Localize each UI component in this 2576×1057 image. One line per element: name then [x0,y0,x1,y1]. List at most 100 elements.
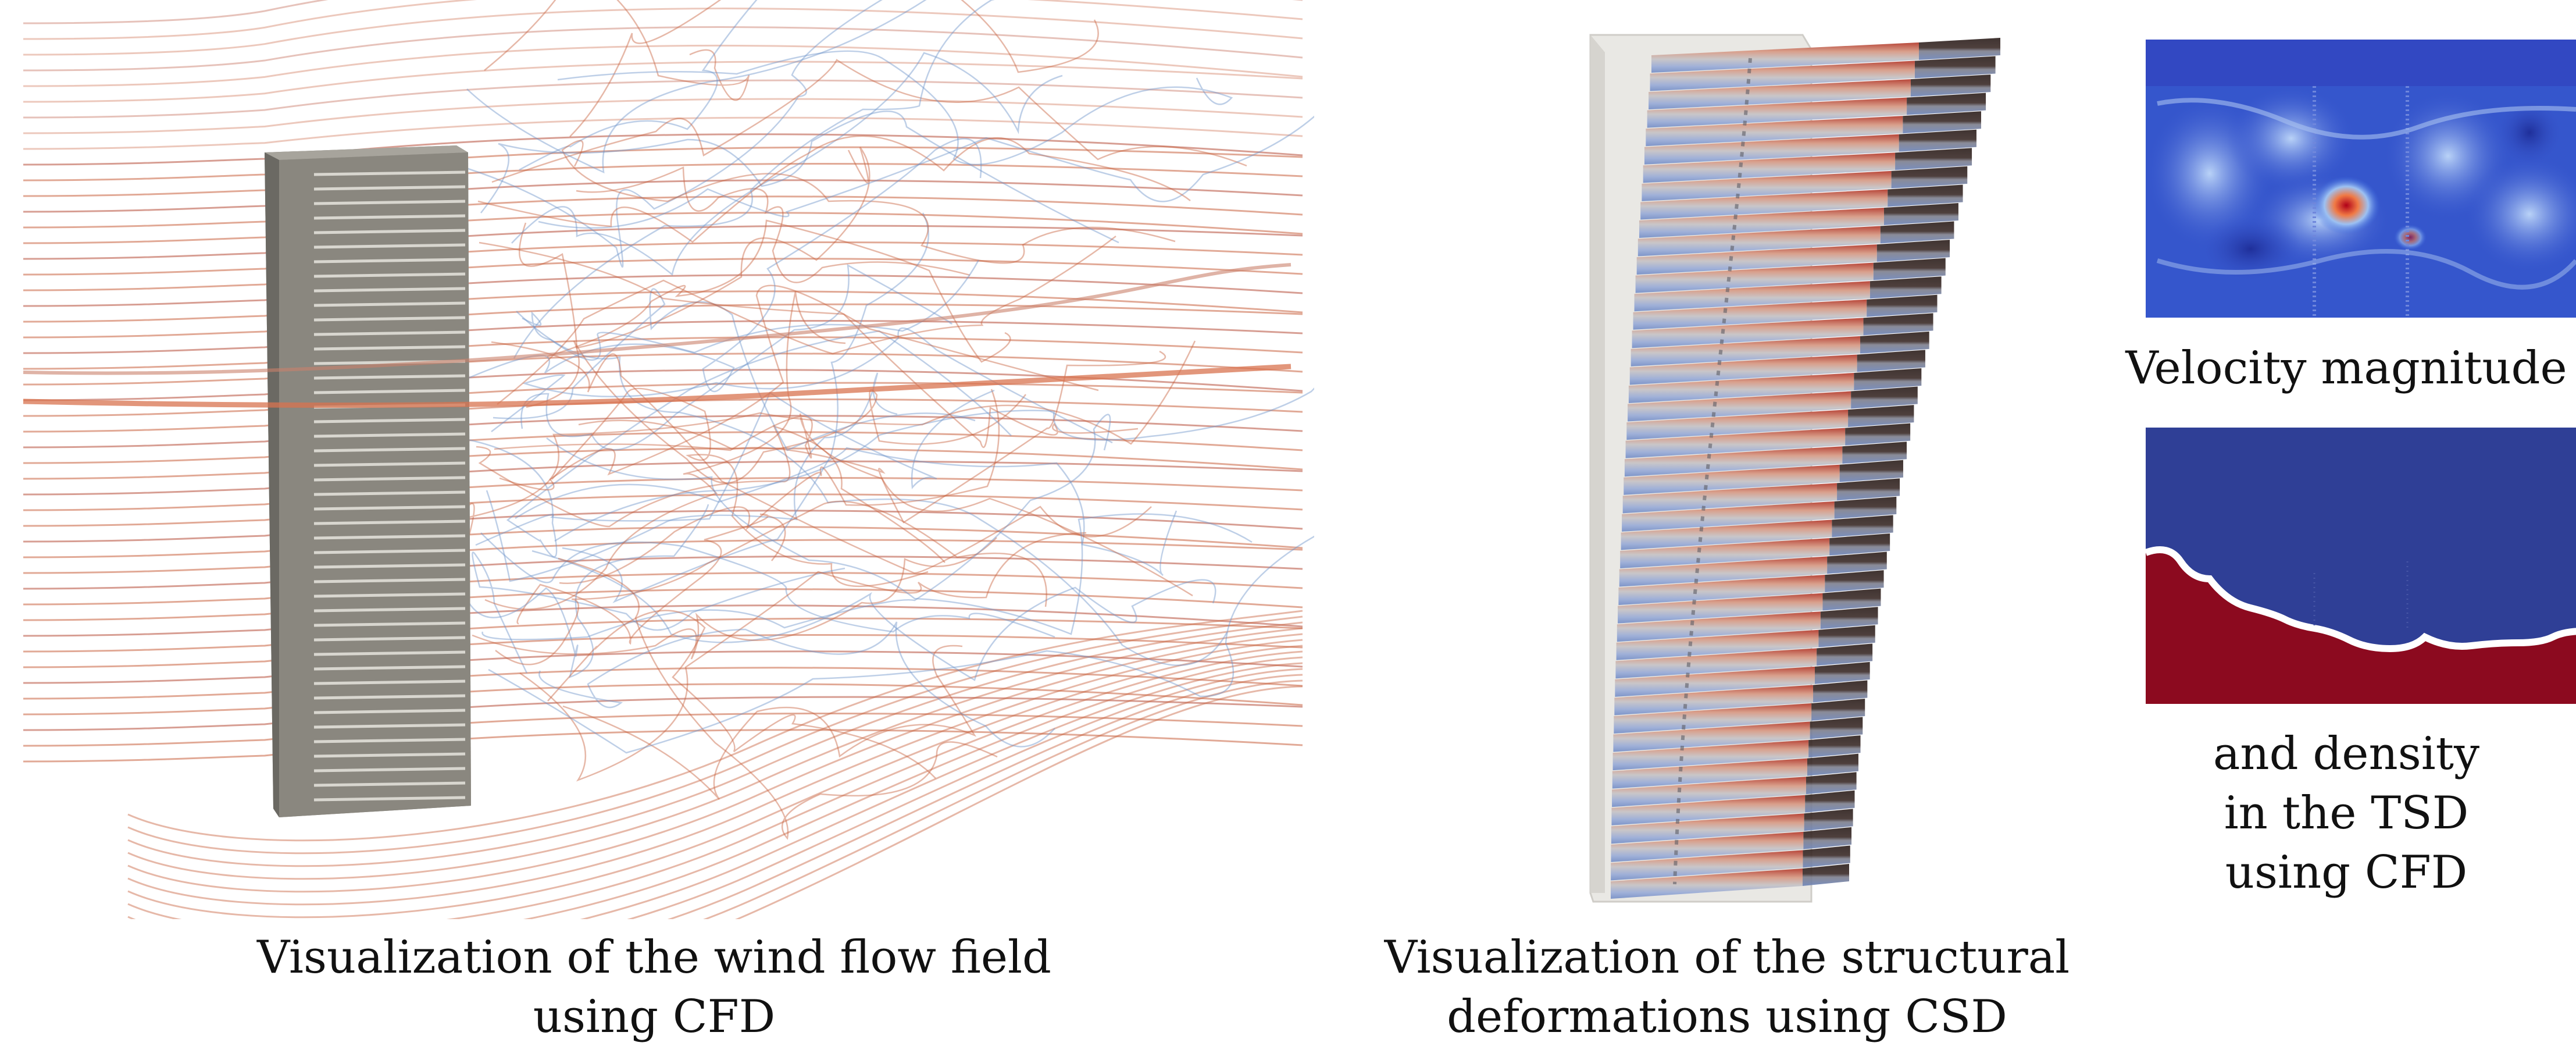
deformed-slab-edge [1829,533,1890,556]
deformed-slab [1635,262,1874,293]
deformed-slab-edge [1869,276,1942,299]
wake-vortex [538,115,1314,229]
deformed-slab [1636,244,1877,275]
wake-vortex [472,537,997,660]
deformed-slab [1617,611,1821,642]
density-caption: and density in the TSD using CFD [2117,724,2576,902]
wake-vortex [520,264,952,451]
wake-vortex [491,341,1152,574]
cfd-caption: Visualization of the wind flow field usi… [221,928,1087,1047]
wake-vortex [513,0,995,359]
wake-vortex [518,147,870,349]
deformed-slab [1649,79,1911,110]
deformed-slab-edge [1837,478,1900,501]
wake-vortex [562,212,929,603]
deformed-slab [1633,299,1867,330]
streamline [23,460,1303,496]
wake-vortex [538,621,1055,748]
wake-vortex [468,138,982,393]
wake-vortex [491,59,1247,183]
density-caption-line-2: in the TSD [2224,787,2469,839]
streamline [23,258,1303,291]
wake-vortex [495,500,1047,665]
deformed-slab-edge [1805,790,1855,813]
deformed-slab [1620,538,1830,568]
wake-vortex [526,340,1026,484]
deformed-slab [1616,629,1819,660]
streamline-lower [127,650,1303,919]
streamline [23,572,1303,606]
streamline [23,116,1303,150]
deformed-slab [1619,556,1828,587]
deformed-slab [1618,575,1825,606]
streamline [23,60,1303,103]
wake-vortex [467,504,709,678]
csd-caption: Visualization of the structural deformat… [1361,928,2093,1047]
deformed-slab-edge [1808,735,1861,758]
deformed-slab-edge [1910,74,1991,97]
deformed-slab-edge [1820,607,1878,629]
deformed-slab-edge [1876,240,1950,262]
deformed-slab-edge [1907,92,1986,115]
deformed-slab [1642,170,1892,201]
deformed-slab [1614,685,1814,716]
deformed-slab-edge [1899,129,1976,152]
deformed-slab-edge [1848,405,1914,428]
wake-vortex [481,414,1111,640]
wake-vortex [484,0,750,101]
deformed-slab [1614,703,1812,734]
deformed-slab-edge [1854,368,1922,390]
streamline [23,729,1303,763]
streamline [23,713,1303,747]
tower-floors [313,170,466,802]
wake-vortex [476,425,946,563]
deformed-slab-edge [1822,588,1881,611]
density-field [2146,428,2576,704]
wake-vortex [480,532,1055,638]
csd-deformation-illustration [1589,34,2000,903]
streamline [23,556,1303,590]
deformed-slab-edge [1860,331,1929,354]
deformed-slab [1632,318,1864,348]
streamline [23,45,1303,87]
deformed-slab [1612,740,1809,771]
velocity-magnitude-field [2146,40,2576,318]
density-caption-line-1: and density [2213,728,2480,780]
deformed-slab [1615,648,1817,679]
density-caption-line-3: using CFD [2225,846,2468,899]
streamline [23,477,1303,511]
wake-vortex [522,259,980,361]
wake-vortex [547,219,1011,363]
streamline-lower [127,627,1303,880]
deformed-slab [1650,60,1915,91]
deformed-slab-edge [1845,423,1911,446]
deformed-slab-edge [1803,845,1850,868]
deformed-slab [1611,869,1803,899]
deformed-slab-edge [1825,570,1884,593]
wake-vortex [547,610,936,779]
streamline [23,0,1303,40]
wake-vortex [531,550,1216,681]
deformed-slab [1611,850,1803,881]
wake-vortex [511,52,1063,276]
deformed-slab [1644,134,1899,165]
deformed-tower [1611,38,2000,899]
deformed-slab [1639,208,1884,238]
deformed-slab-edge [1851,386,1918,409]
wake-vortex [468,0,883,268]
deformed-slab-edge [1803,827,1852,849]
wake-vortex [475,389,995,546]
cfd-caption-line-2: using CFD [533,991,776,1043]
wake-vortex [479,241,1139,449]
deformed-slab [1634,281,1870,312]
streamline-lower [702,679,1303,919]
wake-vortex [554,387,1314,542]
deformed-slab-edge [1914,56,1996,79]
deformed-slab [1637,226,1881,257]
deformed-slab-edge [1811,699,1865,721]
deformed-slab [1630,336,1861,366]
csd-deformation-panel: Visualization of the structural deformat… [1361,0,2093,1043]
deformed-slab-edge [1891,166,1968,188]
deformed-slab-edge [1857,350,1925,372]
streamline-lower [127,621,1303,867]
